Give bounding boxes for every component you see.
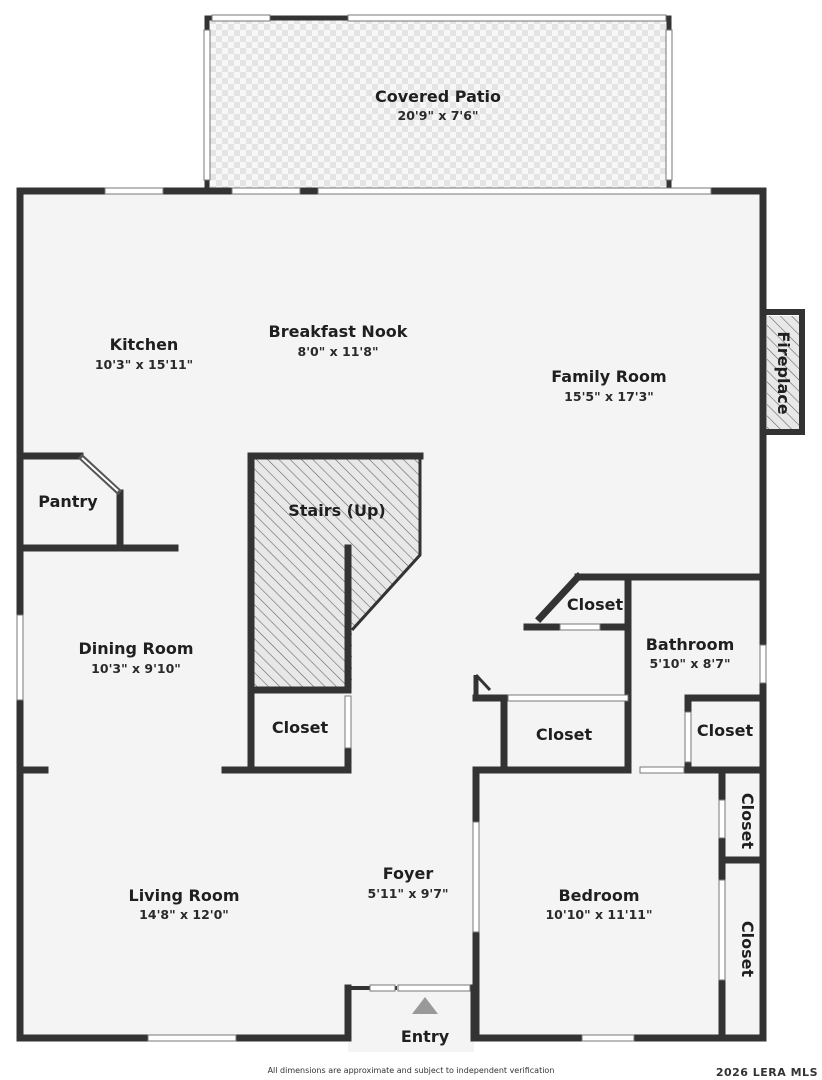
entry-name: Entry <box>401 1027 450 1046</box>
closet-upper-name: Closet <box>567 595 624 614</box>
family-room-dims: 15'5" x 17'3" <box>564 389 654 404</box>
main-floor <box>20 191 763 1038</box>
kitchen-dims: 10'3" x 15'11" <box>95 357 193 372</box>
breakfast-nook-name: Breakfast Nook <box>269 322 408 341</box>
foyer-dims: 5'11" x 9'7" <box>368 886 449 901</box>
closet-bath-name: Closet <box>697 721 754 740</box>
disclaimer-text: All dimensions are approximate and subje… <box>267 1066 555 1075</box>
living-room-dims: 14'8" x 12'0" <box>139 907 229 922</box>
dining-room-dims: 10'3" x 9'10" <box>91 661 181 676</box>
covered-patio-dims: 20'9" x 7'6" <box>398 108 479 123</box>
bedroom-dims: 10'10" x 11'11" <box>545 907 652 922</box>
kitchen-name: Kitchen <box>110 335 179 354</box>
copyright-text: 2026 LERA MLS <box>715 1066 818 1079</box>
covered-patio-name: Covered Patio <box>375 87 501 106</box>
closet-bed-1-name: Closet <box>738 793 757 850</box>
bedroom-name: Bedroom <box>558 886 639 905</box>
breakfast-nook-dims: 8'0" x 11'8" <box>298 344 379 359</box>
fireplace-hatch <box>767 316 800 430</box>
covered-patio-area <box>206 17 670 190</box>
living-room-name: Living Room <box>129 886 240 905</box>
room-labels: Covered Patio 20'9" x 7'6" Kitchen 10'3"… <box>38 87 793 1046</box>
windows <box>16 14 767 1042</box>
closet-bed-2-name: Closet <box>738 921 757 978</box>
bathroom-name: Bathroom <box>646 635 735 654</box>
stairs-hatch <box>254 459 420 688</box>
fireplace-name: Fireplace <box>774 331 793 414</box>
closet-hall-name: Closet <box>536 725 593 744</box>
stairs-edge <box>350 456 422 632</box>
family-room-name: Family Room <box>551 367 666 386</box>
bathroom-dims: 5'10" x 8'7" <box>650 656 731 671</box>
entry-floor <box>348 988 474 1052</box>
foyer-name: Foyer <box>383 864 434 883</box>
entry-arrow-icon <box>412 997 438 1014</box>
dining-room-name: Dining Room <box>78 639 193 658</box>
stairs-name: Stairs (Up) <box>288 501 386 520</box>
pantry-name: Pantry <box>38 492 98 511</box>
closet-stairs-name: Closet <box>272 718 329 737</box>
